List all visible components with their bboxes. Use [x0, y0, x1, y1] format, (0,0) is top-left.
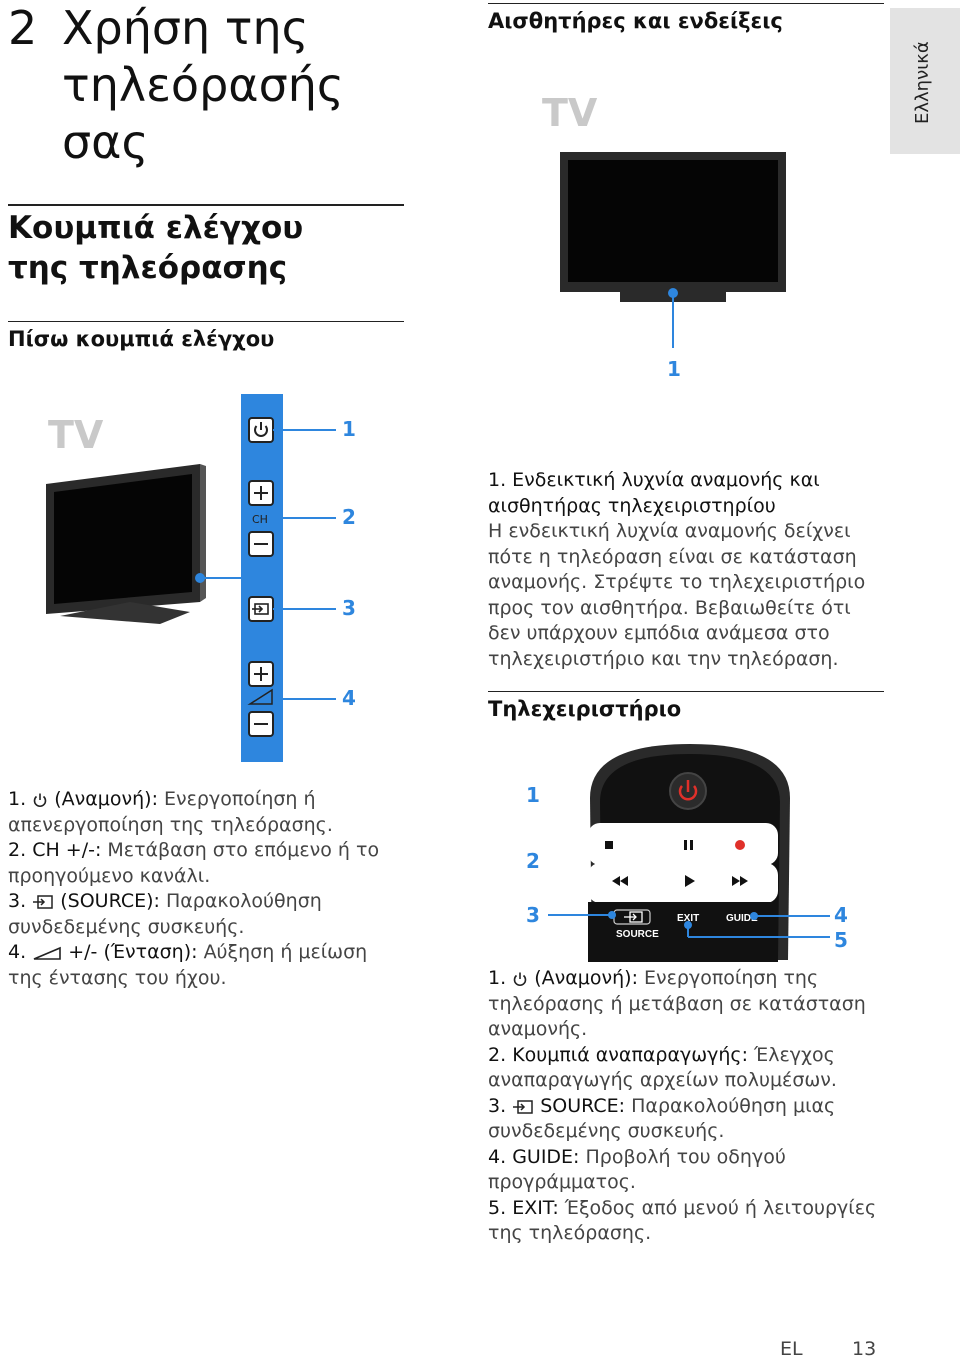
source-label: SOURCE [616, 929, 659, 940]
sensor-indicator [668, 288, 678, 298]
sensor-description: 1. Ενδεικτική λυχνία αναμονής και αισθητ… [488, 468, 883, 672]
pause-button[interactable] [684, 840, 693, 850]
guide-button[interactable]: GUIDE [726, 913, 758, 924]
source-button[interactable] [248, 596, 274, 622]
callout-3: 3 [526, 903, 540, 927]
section-title-controls: Κουμπιά ελέγχου της τηλεόρασης [8, 210, 304, 286]
tv-label: TV [48, 413, 104, 457]
remote-title: Τηλεχειριστήριο [488, 697, 682, 721]
footer-lang: EL [780, 1338, 803, 1360]
back-controls-figure: TV CH [46, 394, 356, 762]
callout-1: 1 [526, 783, 540, 807]
volume-up-button[interactable] [248, 661, 274, 687]
callout-1: 1 [342, 417, 356, 441]
remote-list: 1. (Αναμονή): Ενεργοποίηση της τηλεόραση… [488, 966, 883, 1247]
channel-down-button[interactable] [248, 531, 274, 557]
language-tab: Ελληνικά [890, 8, 960, 154]
source-icon [624, 911, 643, 923]
divider [8, 204, 404, 206]
list-item: 1. (Αναμονή): Ενεργοποίηση ή απενεργοποί… [8, 788, 333, 836]
fast-forward-button[interactable] [732, 876, 748, 886]
divider [488, 691, 884, 692]
page-number: 13 [852, 1338, 877, 1360]
tv-illustration [46, 464, 206, 624]
list-item: 5. EXIT: Έξοδος από μενού ή λειτουργίες … [488, 1196, 877, 1245]
rewind-button[interactable] [612, 876, 628, 886]
ch-label: CH [252, 513, 268, 526]
volume-down-button[interactable] [248, 711, 274, 737]
callout-3: 3 [342, 596, 356, 620]
list-item: 2. CH +/-: Μετάβαση στο επόμενο ή το προ… [8, 839, 380, 887]
callout-5: 5 [834, 928, 848, 952]
power-icon [33, 793, 47, 808]
back-controls-list: 1. (Αναμονή): Ενεργοποίηση ή απενεργοποί… [8, 787, 403, 991]
play-button[interactable] [685, 875, 695, 887]
sensor-item-text: Η ενδεικτική λυχνία αναμονής δείχνει πότ… [488, 520, 866, 670]
callout-4: 4 [342, 686, 356, 710]
callout-4: 4 [834, 903, 848, 927]
sensor-item-title: 1. Ενδεικτική λυχνία αναμονής και αισθητ… [488, 469, 820, 517]
list-item: 2. Κουμπιά αναπαραγωγής: Έλεγχος αναπαρα… [488, 1043, 837, 1092]
stop-button[interactable] [605, 841, 613, 849]
control-strip [241, 394, 283, 762]
power-button[interactable] [669, 772, 707, 810]
tv-label: TV [542, 91, 598, 135]
playback-panel-2 [588, 863, 778, 903]
remote-figure: SOURCE EXIT GUIDE 1 2 3 4 5 [526, 744, 848, 962]
source-icon [33, 895, 53, 909]
section-title-sensors: Αισθητήρες και ενδείξεις [488, 9, 783, 33]
sensor-figure: TV 1 [542, 91, 786, 381]
list-item: 3. (SOURCE): Παρακολούθηση συνδεδεμένης … [8, 890, 322, 938]
channel-up-button[interactable] [248, 480, 274, 506]
subsection-title-back-controls: Πίσω κουμπιά ελέγχου [8, 327, 275, 351]
language-tab-label: Ελληνικά [912, 41, 933, 124]
callout-1: 1 [667, 357, 681, 381]
power-button[interactable] [248, 417, 274, 443]
exit-button[interactable]: EXIT [677, 913, 699, 924]
list-item: 1. (Αναμονή): Ενεργοποίηση της τηλεόραση… [488, 967, 866, 1040]
divider [488, 3, 884, 4]
chapter-title: Χρήση της τηλεόρασής σας [62, 1, 344, 169]
tv-illustration [560, 152, 786, 302]
list-item: 4. GUIDE: Προβολή του οδηγού προγράμματο… [488, 1145, 786, 1194]
source-icon [513, 1099, 533, 1114]
chapter-number: 2 [8, 1, 38, 55]
volume-icon [247, 688, 273, 705]
list-item: 3. SOURCE: Παρακολούθηση μιας συνδεδεμέν… [488, 1094, 836, 1143]
list-item: 4. +/- (Ένταση): Αύξηση ή μείωση της έντ… [8, 941, 368, 989]
divider [8, 321, 404, 322]
playback-panel-1 [588, 823, 778, 865]
volume-icon [33, 946, 61, 960]
callout-2: 2 [526, 849, 540, 873]
record-button[interactable] [735, 840, 745, 850]
power-icon [513, 972, 527, 987]
callout-2: 2 [342, 505, 356, 529]
